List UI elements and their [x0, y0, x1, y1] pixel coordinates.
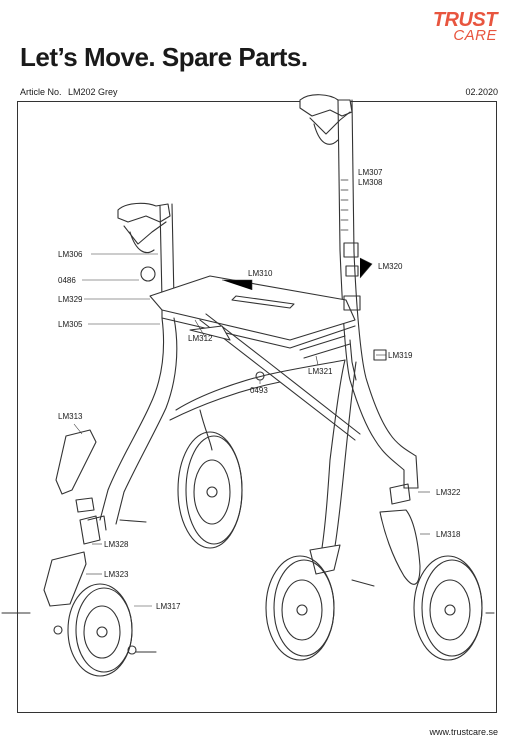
logo-line-2: CARE: [453, 27, 497, 44]
label-lm329: LM329: [58, 295, 83, 304]
wheel-rear-left: [265, 555, 335, 661]
leader-lines: [73, 253, 430, 607]
wheel-rear-right: [413, 555, 483, 661]
website-link[interactable]: www.trustcare.se: [429, 727, 498, 737]
label-0486: 0486: [58, 276, 76, 285]
revision-date: 02.2020: [465, 87, 498, 97]
logo-line-1: TRUST: [432, 9, 498, 31]
front-frame: [99, 313, 361, 525]
label-lm310: LM310: [248, 269, 273, 278]
label-lm305: LM305: [58, 320, 83, 329]
article-number: LM202 Grey: [68, 87, 118, 97]
label-lm319: LM319: [388, 351, 413, 360]
label-lm308: LM308: [358, 178, 383, 187]
label-lm317: LM317: [156, 602, 181, 611]
right-handle-post: [299, 94, 419, 489]
label-lm307: LM307: [358, 168, 383, 177]
exploded-parts: [1, 242, 495, 655]
label-lm328: LM328: [104, 540, 129, 549]
label-lm306: LM306: [58, 250, 83, 259]
diagram-frame: [17, 101, 497, 713]
article-info: Article No. LM202 Grey: [20, 87, 118, 97]
wheel-front-exploded: [67, 583, 133, 677]
label-lm321: LM321: [308, 367, 333, 376]
article-label: Article No.: [20, 87, 62, 97]
label-lm318: LM318: [436, 530, 461, 539]
rear-leg: [199, 359, 357, 575]
label-lm320: LM320: [378, 262, 403, 271]
label-lm323: LM323: [104, 570, 129, 579]
label-0493: 0493: [250, 386, 268, 395]
trustcare-logo: TRUST CARE: [415, 9, 498, 46]
seat-plate: [149, 275, 356, 349]
left-handle-post: [117, 202, 175, 301]
wheel-front-middle: [177, 431, 243, 549]
label-lm313: LM313: [58, 412, 83, 421]
label-lm312: LM312: [188, 334, 213, 343]
page-title: Let’s Move. Spare Parts.: [20, 42, 308, 72]
label-lm322: LM322: [436, 488, 461, 497]
